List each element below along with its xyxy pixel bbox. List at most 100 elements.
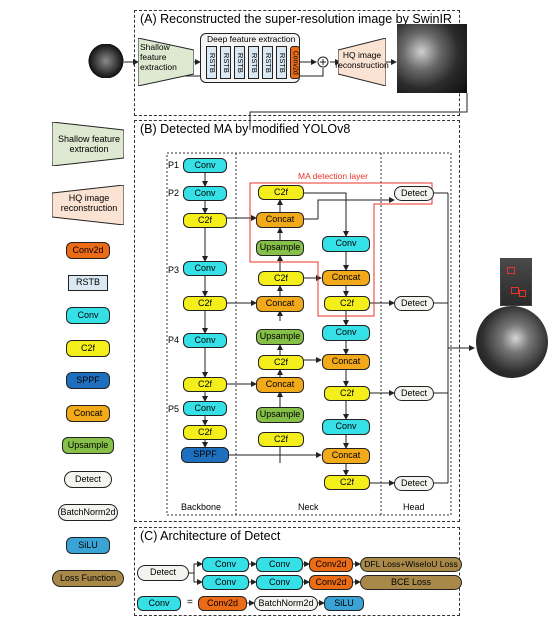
super-resolution-output-image bbox=[397, 24, 467, 93]
legend-c2f: C2f bbox=[66, 340, 110, 357]
arch-detect: Detect bbox=[137, 565, 189, 581]
hq-reconstruction-label: HQ image reconstruction bbox=[335, 50, 389, 70]
level-p5: P5 bbox=[168, 404, 180, 414]
section-a-title: (A) Reconstructed the super-resolution i… bbox=[140, 12, 452, 26]
arch-silu: SiLU bbox=[324, 596, 364, 611]
neck-upsample-3: Upsample bbox=[256, 407, 304, 423]
neck-concat-6: Concat bbox=[322, 448, 370, 464]
ma-detection-layer-label: MA detection layer bbox=[298, 171, 368, 181]
column-label-backbone: Backbone bbox=[181, 502, 222, 512]
hq-reconstruction-block bbox=[338, 38, 386, 86]
yolo-grid-frame bbox=[166, 152, 452, 516]
legend-hq-label: HQ image reconstruction bbox=[60, 193, 118, 214]
deep-feature-title: Deep feature extraction bbox=[207, 34, 296, 44]
neck-upsample-1: Upsample bbox=[256, 240, 304, 256]
arch-conv2d-def: Conv2d bbox=[198, 596, 247, 611]
rstb-block-2: RSTB bbox=[220, 46, 231, 79]
rstb-label: RSTB bbox=[277, 52, 287, 73]
arch-conv-1b: Conv bbox=[256, 557, 303, 572]
arch-bce-loss: BCE Loss bbox=[360, 575, 462, 590]
arch-batchnorm2d: BatchNorm2d bbox=[254, 596, 318, 611]
detected-retina-image bbox=[476, 306, 548, 378]
shallow-feature-label: Shallow feature extraction bbox=[140, 42, 177, 72]
arch-conv-1a: Conv bbox=[202, 557, 249, 572]
neck-c2f-6: C2f bbox=[324, 386, 370, 401]
backbone-c2f-2: C2f bbox=[183, 296, 227, 311]
neck-c2f-2: C2f bbox=[258, 271, 304, 286]
arch-conv-definition: Conv bbox=[137, 596, 181, 611]
rstb-block-1: RSTB bbox=[206, 46, 217, 79]
legend-silu: SiLU bbox=[66, 537, 110, 554]
legend-shallow-label: Shallow feature extraction bbox=[57, 134, 121, 155]
section-c-title: (C) Architecture of Detect bbox=[140, 529, 281, 543]
level-p3: P3 bbox=[168, 265, 180, 275]
neck-conv-1: Conv bbox=[322, 236, 370, 252]
legend-rstb: RSTB bbox=[68, 275, 108, 291]
head-detect-3: Detect bbox=[394, 386, 434, 401]
legend-conv2d: Conv2d bbox=[66, 242, 110, 259]
rstb-block-6: RSTB bbox=[276, 46, 287, 79]
neck-c2f-4: C2f bbox=[258, 432, 304, 447]
level-p1: P1 bbox=[168, 160, 180, 170]
neck-c2f-3: C2f bbox=[258, 355, 304, 370]
head-detect-4: Detect bbox=[394, 476, 434, 491]
rstb-label: RSTB bbox=[207, 52, 217, 73]
rstb-label: RSTB bbox=[235, 52, 245, 73]
arch-conv-2a: Conv bbox=[202, 575, 249, 590]
head-detect-2: Detect bbox=[394, 296, 434, 311]
backbone-c2f-1: C2f bbox=[183, 213, 227, 228]
backbone-c2f-3: C2f bbox=[183, 377, 227, 392]
neck-concat-5: Concat bbox=[322, 354, 370, 370]
backbone-conv-p5: Conv bbox=[183, 401, 227, 416]
head-detect-1: Detect bbox=[394, 186, 434, 201]
neck-c2f-5: C2f bbox=[324, 296, 370, 311]
ma-detection-crop-image bbox=[500, 258, 532, 306]
neck-concat-4: Concat bbox=[322, 270, 370, 286]
backbone-conv-p1: Conv bbox=[183, 158, 227, 173]
legend-hq-shape bbox=[52, 185, 124, 225]
arch-conv2d-2: Conv2d bbox=[309, 575, 353, 590]
legend-shallow-shape bbox=[52, 122, 124, 166]
legend-batchnorm2d: BatchNorm2d bbox=[58, 504, 118, 521]
level-p4: P4 bbox=[168, 335, 180, 345]
detection-box-marker bbox=[511, 287, 519, 294]
column-label-head: Head bbox=[403, 502, 425, 512]
legend-concat: Concat bbox=[66, 405, 110, 422]
legend-upsample: Upsample bbox=[62, 437, 114, 454]
backbone-sppf: SPPF bbox=[181, 447, 229, 463]
neck-upsample-2: Upsample bbox=[256, 329, 304, 345]
neck-c2f-top: C2f bbox=[258, 185, 304, 200]
rstb-label: RSTB bbox=[263, 52, 273, 73]
backbone-conv-p3: Conv bbox=[183, 261, 227, 276]
neck-conv-2: Conv bbox=[322, 325, 370, 341]
legend-conv: Conv bbox=[66, 307, 110, 324]
fundus-input-image bbox=[88, 44, 124, 78]
legend-sppf: SPPF bbox=[66, 372, 110, 389]
section-c-frame bbox=[134, 527, 460, 616]
arch-dfl-loss: DFL Loss+WiseIoU Loss bbox=[360, 557, 462, 572]
rstb-block-5: RSTB bbox=[262, 46, 273, 79]
section-b-title: (B) Detected MA by modified YOLOv8 bbox=[140, 122, 351, 136]
neck-c2f-7: C2f bbox=[324, 475, 370, 490]
level-p2: P2 bbox=[168, 188, 180, 198]
neck-concat-2: Concat bbox=[256, 296, 304, 312]
column-label-neck: Neck bbox=[298, 502, 319, 512]
arch-conv2d-1: Conv2d bbox=[309, 557, 353, 572]
backbone-conv-p4: Conv bbox=[183, 333, 227, 348]
neck-concat-3: Concat bbox=[256, 377, 304, 393]
backbone-conv-p2: Conv bbox=[183, 186, 227, 201]
conv2d-label: Conv2d bbox=[291, 50, 299, 75]
legend-loss-function: Loss Function bbox=[52, 570, 124, 587]
neck-conv-3: Conv bbox=[322, 419, 370, 435]
rstb-block-3: RSTB bbox=[234, 46, 245, 79]
rstb-label: RSTB bbox=[221, 52, 231, 73]
conv2d-block-a: Conv2d bbox=[290, 46, 300, 79]
neck-concat-1: Concat bbox=[256, 212, 304, 228]
shallow-feature-block bbox=[138, 38, 194, 86]
rstb-block-4: RSTB bbox=[248, 46, 259, 79]
detection-box-marker bbox=[507, 267, 515, 274]
detection-box-marker bbox=[519, 290, 526, 297]
rstb-label: RSTB bbox=[249, 52, 259, 73]
section-b-frame bbox=[134, 120, 460, 522]
legend-detect: Detect bbox=[64, 471, 112, 488]
